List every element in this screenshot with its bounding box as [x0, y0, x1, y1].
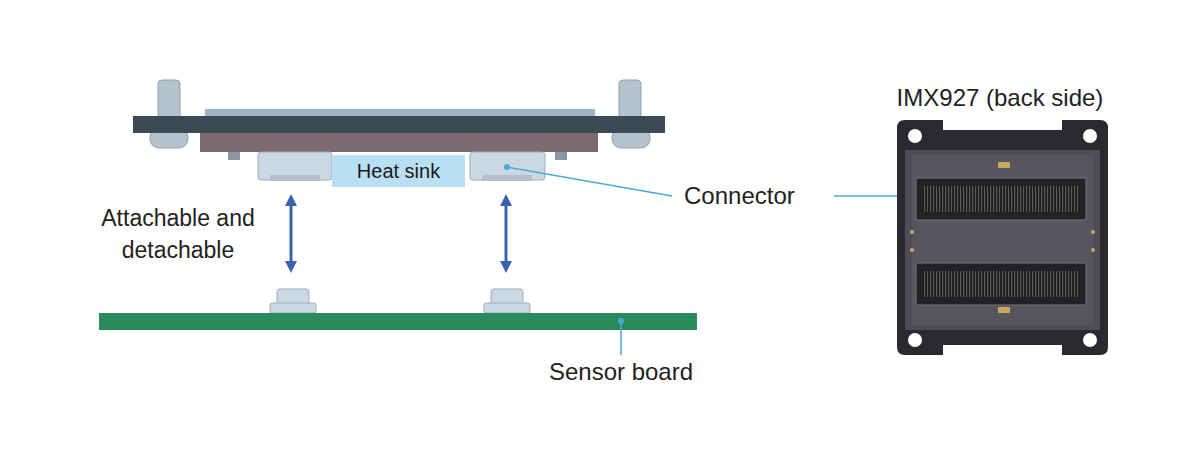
part-name: Connector [684, 181, 795, 211]
photo-title: IMX927 (back side) [897, 83, 1104, 113]
heat-sink-box: Heat sink [332, 155, 465, 187]
side-note: Attachable and detachable [88, 202, 268, 266]
part-name: Sensor board [549, 357, 693, 387]
node-text: Heat sink [357, 160, 440, 183]
